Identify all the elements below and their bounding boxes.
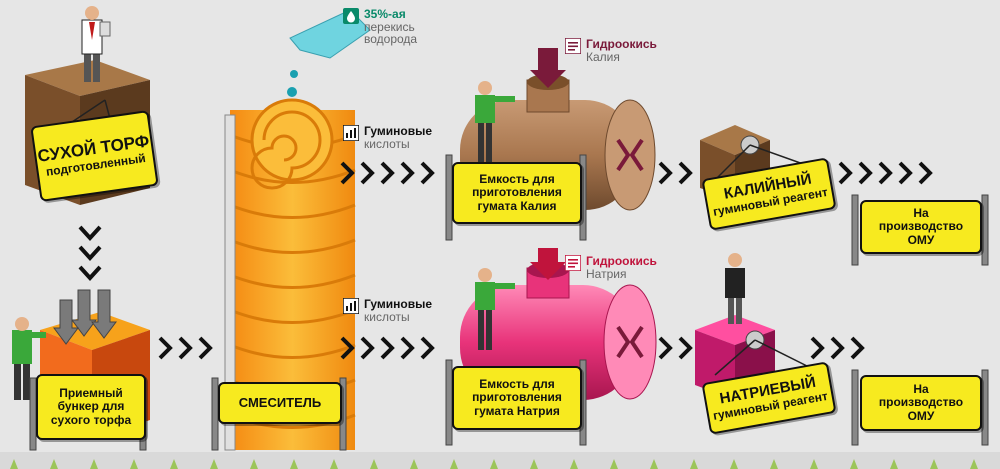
bar-chart-icon <box>343 125 359 141</box>
document-icon <box>565 38 581 54</box>
drop-icon <box>343 8 359 24</box>
bar-chart-icon <box>343 298 359 314</box>
flow-arrows-reagent-bottom <box>810 336 865 360</box>
mixer-sign: СМЕСИТЕЛЬ <box>218 382 342 424</box>
sodium-tank <box>460 248 657 400</box>
flow-arrows-bunker-mixer <box>158 336 213 360</box>
worker-figure <box>12 317 46 400</box>
flow-arrows-mixer-bottom <box>340 336 435 360</box>
production-sign-top: На производство ОМУ <box>860 200 982 254</box>
grass-decoration <box>10 459 978 469</box>
potassium-hydroxide-label: Гидроокись Калия <box>586 37 657 64</box>
flow-arrows-mixer-top <box>340 161 435 185</box>
humic-acids-label-bottom: Гуминовые кислоты <box>364 297 432 324</box>
peroxide-bottle <box>287 9 371 111</box>
worker-figure-potassium <box>475 81 515 162</box>
document-icon <box>565 255 581 271</box>
businessman-figure-sodium <box>725 253 745 324</box>
humic-acids-label-top: Гуминовые кислоты <box>364 124 432 151</box>
worker-figure-sodium <box>475 268 515 350</box>
bunker-sign: Приемный бункер для сухого торфа <box>36 374 146 440</box>
flow-arrows-reagent-top <box>838 161 933 185</box>
potassium-tank-sign: Емкость для приготовления гумата Калия <box>452 162 582 224</box>
production-sign-bottom: На производство ОМУ <box>860 375 982 431</box>
sodium-hydroxide-label: Гидроокись Натрия <box>586 254 657 281</box>
businessman-figure <box>81 6 111 82</box>
peroxide-label: 35%-ая перекись водорода <box>364 7 418 47</box>
sodium-tank-sign: Емкость для приготовления гумата Натрия <box>452 366 582 430</box>
flow-arrows-tank-bottom <box>658 336 693 360</box>
down-flow-arrows <box>78 225 102 281</box>
flow-arrows-tank-top <box>658 161 693 185</box>
